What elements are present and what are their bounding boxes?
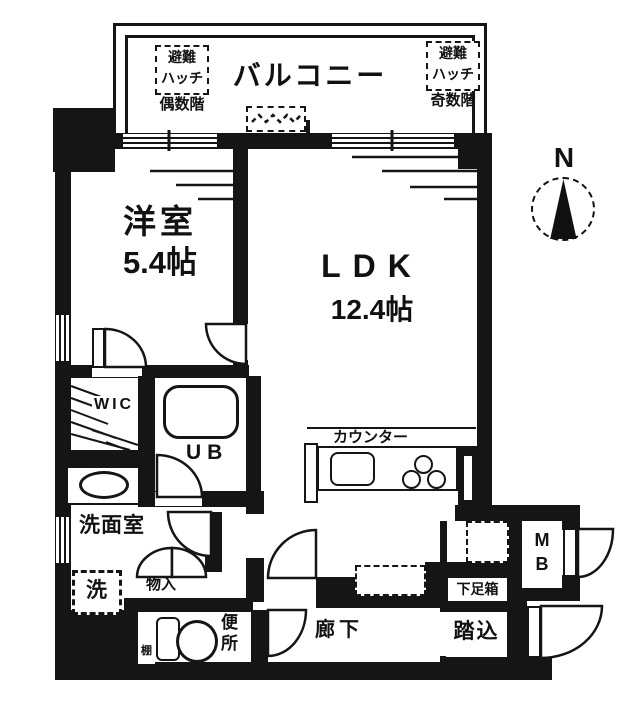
door-arc-toilet <box>266 608 308 658</box>
door-arc-entrance <box>539 604 604 660</box>
shelf-slot <box>138 612 155 664</box>
stove-burner <box>427 470 446 489</box>
stove-burner <box>414 455 433 474</box>
kitchen-side-panel <box>304 443 318 503</box>
hatch-left-line2: ハッチ <box>161 70 203 86</box>
hatch-left-floor: 偶数階 <box>159 96 205 113</box>
door-leaf-entrance <box>527 606 541 658</box>
toilet-label: 便所 <box>221 613 238 654</box>
balcony-squiggle <box>251 113 302 124</box>
washbasin-oval <box>79 471 129 499</box>
wall-right <box>477 133 492 509</box>
wall-under-mb <box>521 588 580 601</box>
door-leaf <box>92 328 105 368</box>
hallway-label: 廊下 <box>315 619 363 641</box>
entrance-step-area <box>446 612 507 657</box>
compass-circle <box>531 177 595 241</box>
hatch-left-line1: 避難 <box>168 49 196 65</box>
wall-entry-right <box>507 578 527 658</box>
wic-hatch-lines <box>70 385 139 455</box>
shelf-label: 棚 <box>141 645 152 657</box>
hatch-right-line2: ハッチ <box>432 66 474 82</box>
kitchen-wall-slot <box>464 456 472 500</box>
wall-ub-right <box>246 376 261 510</box>
counter-label: カウンター <box>333 429 409 446</box>
sliding-lines-ldk <box>352 155 477 201</box>
stove-burner <box>402 470 421 489</box>
door-leaf-mb <box>563 528 577 577</box>
evacuation-hatch-left-box <box>155 45 209 95</box>
wall-divider-yoshitsu-ldk <box>233 144 248 324</box>
door-arc-unit-bath <box>155 453 204 499</box>
wall-entry-top-band <box>455 505 580 521</box>
ldk-name: LDK <box>321 248 423 284</box>
door-arc-washroom <box>166 510 213 558</box>
door-arc-ldk-hall <box>266 528 318 580</box>
wall-basin-band <box>55 450 139 468</box>
meter-box-label: MB <box>534 530 550 575</box>
sliding-lines-yoshitsu <box>150 169 233 201</box>
wall-ldk-door-side <box>316 577 360 608</box>
wall-under-niche <box>355 595 427 608</box>
door-gap <box>246 514 264 558</box>
entrance-step-label: 踏込 <box>453 620 500 643</box>
balcony-divider-tick <box>306 120 310 135</box>
wall-corner-topleft <box>53 108 115 172</box>
wall-toilet-right <box>251 610 268 666</box>
door-arc-meter-box <box>576 527 615 579</box>
fridge-space <box>466 521 509 563</box>
wall-monoire-bottom <box>124 598 253 612</box>
wall-wic-ub <box>138 376 155 493</box>
hatch-right-line1: 避難 <box>439 45 467 61</box>
shoe-box-label: 下足箱 <box>456 581 499 597</box>
washer-space <box>72 570 122 615</box>
window-yoshitsu-top <box>123 130 217 151</box>
wall-entry-upper <box>425 562 523 578</box>
door-arc-yoshitsu-ldk <box>204 322 248 366</box>
washroom-label: 洗面室 <box>79 514 145 537</box>
balcony-squiggle-box <box>246 106 306 132</box>
door-arc-storage-left <box>135 546 174 579</box>
bathtub <box>163 385 239 439</box>
window-washroom-left <box>56 517 69 563</box>
evacuation-hatch-right-box <box>426 41 480 91</box>
door-gap <box>92 366 142 377</box>
hatch-right-floor: 奇数階 <box>430 92 476 109</box>
wall-fridge-edge <box>440 521 447 578</box>
meter-box <box>522 521 562 588</box>
wall-shoebox-bottom <box>440 600 527 612</box>
door-arc-yoshitsu-wic <box>103 327 148 369</box>
unit-bath-label: UB <box>186 441 229 464</box>
western-room-size: 5.4帖 <box>122 245 198 280</box>
window-yoshitsu-left <box>56 315 69 361</box>
window-ldk-top <box>332 130 454 151</box>
shoe-box <box>448 578 507 601</box>
door-arc-storage-right <box>170 546 208 579</box>
ldk-size: 12.4帖 <box>330 294 414 325</box>
wall-bottom <box>55 662 445 680</box>
wall-mb-top-stub <box>562 521 580 530</box>
wall-niche <box>355 565 426 596</box>
toilet-bowl <box>176 620 218 663</box>
kitchen-sink <box>330 452 375 486</box>
balcony-label: バルコニー <box>232 60 388 91</box>
compass-north-label: N <box>553 142 575 173</box>
washer-label: 洗 <box>86 579 107 602</box>
wall-shelf-edge <box>124 612 138 666</box>
wic-label: WIC <box>92 396 137 415</box>
storage-label: 物入 <box>146 576 177 593</box>
wall-mb-left <box>508 521 522 578</box>
western-room-name: 洋室 <box>123 203 197 240</box>
wall-mb-bottom-stub <box>562 575 580 588</box>
wall-bottom-entry <box>440 656 552 680</box>
